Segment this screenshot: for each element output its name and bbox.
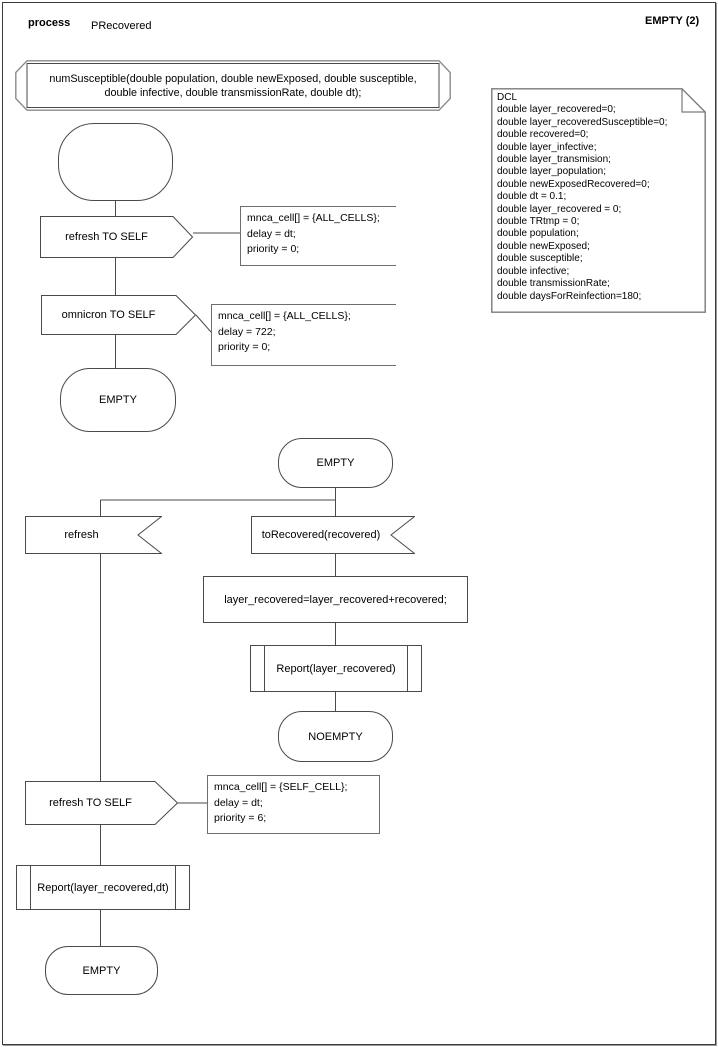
signal-input-label: refresh — [64, 529, 99, 541]
state-label: NOEMPTY — [308, 730, 363, 743]
signal-output-label: omnicron TO SELF — [61, 309, 156, 321]
signal-input-label: toRecovered(recovered) — [261, 529, 381, 541]
procedure-label: Report(layer_recovered) — [276, 662, 396, 675]
state-empty-top[interactable]: EMPTY — [60, 368, 176, 432]
comment-refresh-params-top[interactable]: mnca_cell[] = {ALL_CELLS}; delay = dt; p… — [240, 206, 396, 266]
procedure-bar — [407, 646, 408, 691]
task-update-layer-recovered[interactable]: layer_recovered=layer_recovered+recovere… — [203, 576, 468, 623]
header-process-name: PRecovered — [91, 20, 152, 32]
procedure-bar — [264, 646, 265, 691]
header-process-kind: process — [28, 17, 71, 29]
output-shape-outline — [25, 781, 178, 825]
state-label: EMPTY — [99, 394, 137, 406]
declarations-text: DCL double layer_recovered=0; double lay… — [497, 92, 668, 302]
procedure-bar — [30, 866, 31, 909]
signature-shape-outline — [15, 60, 451, 111]
state-empty-end[interactable]: EMPTY — [45, 946, 158, 995]
note-fold-icon — [681, 88, 706, 113]
procedure-label: Report(layer_recovered,dt) — [37, 881, 169, 894]
task-label: layer_recovered=layer_recovered+recovere… — [224, 593, 447, 606]
signature-label: numSusceptible(double population, double… — [49, 72, 417, 99]
comment-refresh-self-params[interactable]: mnca_cell[] = {SELF_CELL}; delay = dt; p… — [207, 775, 380, 834]
procedure-bar — [175, 866, 176, 909]
procedure-call-report-dt[interactable]: Report(layer_recovered,dt) — [16, 865, 190, 910]
declarations-note[interactable]: DCL double layer_recovered=0; double lay… — [491, 88, 706, 313]
header-page-name: EMPTY (2) — [645, 15, 700, 27]
signal-input-torecovered[interactable]: toRecovered(recovered) — [251, 516, 415, 554]
output-shape-outline — [40, 216, 193, 258]
comment-omnicron-params[interactable]: mnca_cell[] = {ALL_CELLS}; delay = 722; … — [211, 304, 396, 366]
signal-output-refresh-self-top[interactable]: refresh TO SELF — [40, 216, 193, 258]
input-shape-outline — [25, 516, 162, 554]
signal-output-label: refresh TO SELF — [65, 231, 148, 243]
procedure-call-report[interactable]: Report(layer_recovered) — [250, 645, 422, 692]
state-empty-main[interactable]: EMPTY — [278, 438, 393, 488]
state-label: EMPTY — [82, 964, 121, 977]
signal-output-omnicron-self[interactable]: omnicron TO SELF — [41, 295, 196, 335]
signal-input-refresh[interactable]: refresh — [25, 516, 162, 554]
state-noempty[interactable]: NOEMPTY — [278, 711, 393, 762]
signal-output-refresh-self-left[interactable]: refresh TO SELF — [25, 781, 178, 825]
signal-output-label: refresh TO SELF — [49, 797, 132, 809]
state-label: EMPTY — [316, 457, 355, 469]
procedure-signature[interactable]: numSusceptible(double population, double… — [15, 60, 451, 111]
input-shape-outline — [251, 516, 415, 554]
output-shape-outline — [41, 295, 196, 335]
note-outline — [491, 88, 706, 313]
start-state[interactable] — [58, 123, 173, 201]
